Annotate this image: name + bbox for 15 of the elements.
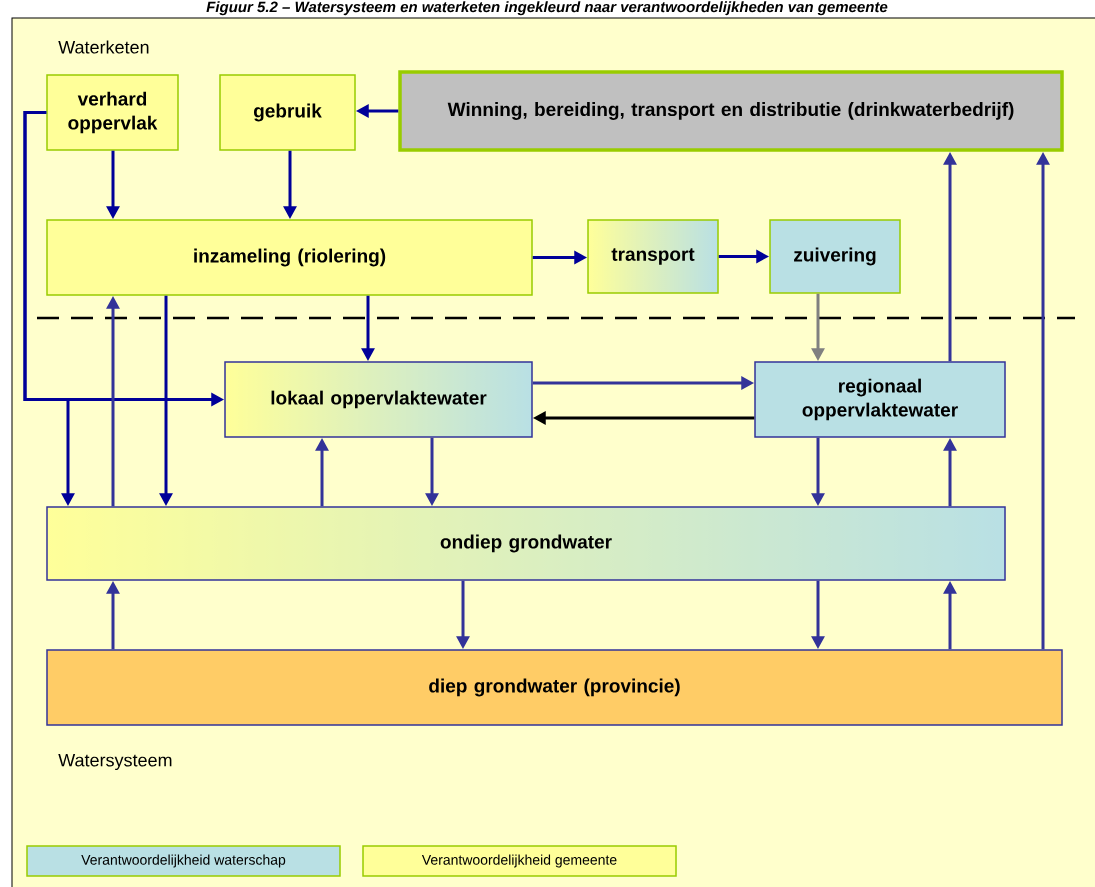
process-box: verhard oppervlak: [46, 74, 179, 151]
process-box: ondiep grondwater: [46, 506, 1006, 581]
process-box: transport: [587, 219, 719, 294]
process-box: lokaal oppervlaktewater: [224, 361, 533, 438]
legend-item: Verantwoordelijkheid gemeente: [362, 845, 677, 877]
legend-item: Verantwoordelijkheid waterschap: [26, 845, 341, 877]
section-label: Waterketen: [58, 40, 149, 54]
process-box: gebruik: [219, 74, 356, 151]
process-box: diep grondwater (provincie): [46, 649, 1063, 726]
process-box: regionaal oppervlaktewater: [754, 361, 1006, 438]
process-box: inzameling (riolering): [46, 219, 533, 296]
process-box: zuivering: [769, 219, 901, 294]
section-label: Watersysteem: [58, 753, 172, 771]
figure-title: Figuur 5.2 – Watersysteem en waterketen ingekleurd naar verantwoordelijkheden van gemeente: [206, 1, 888, 16]
process-box: Winning, bereiding, transport en distributie (drinkwaterbedrijf): [398, 70, 1064, 152]
